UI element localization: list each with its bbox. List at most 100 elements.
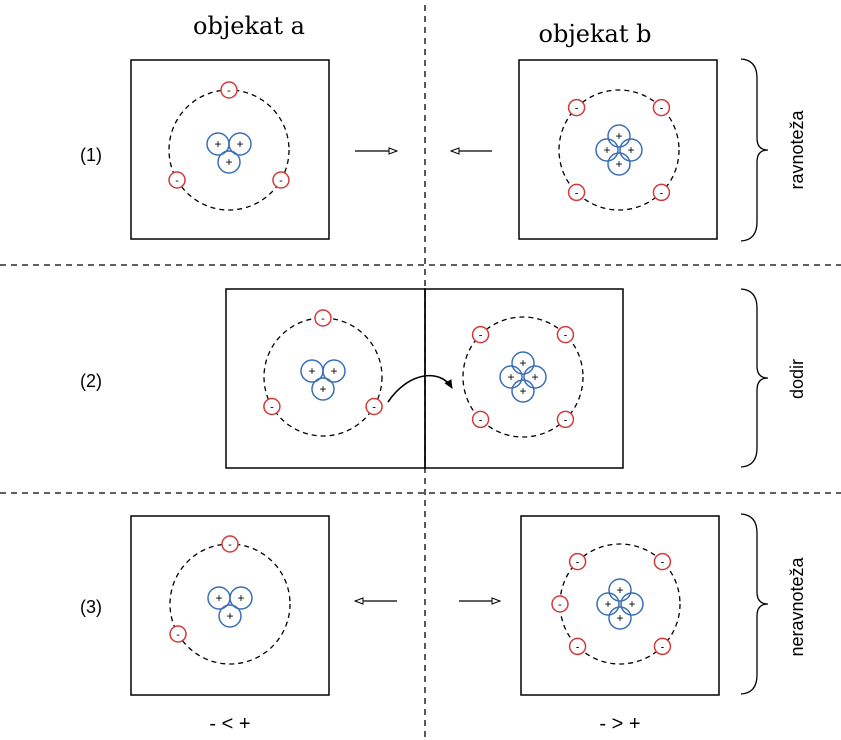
charge-comparison-a: - < + — [209, 713, 250, 735]
proton-sign: + — [615, 129, 622, 143]
electron — [220, 81, 238, 99]
brace-row2 — [740, 288, 769, 468]
electron — [314, 309, 332, 327]
electron-sign: - — [576, 641, 580, 653]
proton-sign: + — [627, 143, 634, 157]
electron-sign: - — [575, 187, 579, 199]
orbit-ring — [263, 317, 383, 437]
proton — [511, 351, 535, 375]
electron-sign: - — [576, 557, 580, 569]
column-header-a: objekat a — [193, 12, 305, 40]
proton-sign: + — [519, 384, 526, 398]
electron — [168, 171, 186, 189]
brace-row3 — [740, 513, 769, 695]
atom-b-row1: + + + + - - - - — [558, 89, 680, 211]
proton — [217, 150, 241, 174]
proton-sign: + — [616, 611, 623, 625]
electron-sign: - — [479, 330, 483, 342]
proton-sign: + — [330, 364, 337, 378]
state-label-row1: ravnoteža — [787, 109, 807, 189]
proton-sign: + — [507, 370, 514, 384]
proton-sign: + — [308, 364, 315, 378]
proton — [620, 592, 644, 616]
row-number-2: (2) — [80, 371, 102, 391]
proton-sign: + — [214, 137, 221, 151]
electron — [567, 98, 586, 117]
proton-sign: + — [237, 591, 244, 605]
atom-a-row3: + + + - - — [169, 535, 291, 665]
object-b-frame-row3 — [520, 515, 720, 696]
electron — [551, 595, 569, 613]
column-header-b: objekat b — [539, 20, 652, 48]
proton-sign: + — [319, 382, 326, 396]
electron-sign: - — [660, 103, 664, 115]
proton-sign: + — [226, 609, 233, 623]
electron-sign: - — [227, 85, 231, 97]
proton — [607, 152, 631, 176]
object-a-frame-row1 — [130, 59, 330, 240]
proton — [523, 365, 547, 389]
electron-sign: - — [558, 599, 562, 611]
electron — [471, 325, 490, 344]
electron — [556, 325, 575, 344]
electron — [169, 625, 187, 643]
object-a-frame-row3 — [130, 515, 330, 696]
electron-sign: - — [479, 414, 483, 426]
proton — [499, 365, 523, 389]
proton-sign: + — [604, 597, 611, 611]
proton — [607, 124, 631, 148]
electron — [272, 171, 290, 189]
electron — [263, 397, 281, 416]
electron — [471, 410, 490, 429]
proton — [596, 592, 620, 616]
electron — [567, 183, 586, 202]
proton — [218, 604, 242, 628]
charge-comparison-b: - > + — [599, 713, 640, 735]
proton-sign: + — [628, 597, 635, 611]
electron-sign: - — [372, 402, 376, 414]
electron-transfer-arrow — [387, 374, 453, 403]
electron — [568, 637, 587, 656]
atom-a-row2: + + + - - - — [263, 309, 383, 437]
electron-sign: - — [175, 175, 179, 187]
electron-sign: - — [660, 187, 664, 199]
orbit-ring — [462, 316, 584, 438]
electron-sign: - — [321, 313, 325, 325]
row-number-1: (1) — [80, 145, 102, 165]
proton-sign: + — [215, 591, 222, 605]
electron-sign: - — [228, 539, 232, 551]
proton-sign: + — [603, 143, 610, 157]
electron — [652, 183, 671, 202]
atom-b-row3: ++++----- — [551, 543, 681, 665]
electron-sign: - — [176, 629, 180, 641]
electron — [653, 637, 672, 656]
electron — [365, 397, 383, 416]
state-label-row2: dodir — [787, 359, 807, 399]
orbit-ring — [559, 543, 681, 665]
electron-sign: - — [270, 402, 274, 414]
proton — [322, 359, 346, 383]
proton — [228, 132, 252, 156]
electron — [568, 552, 587, 571]
proton-sign: + — [616, 583, 623, 597]
proton — [619, 138, 643, 162]
proton-sign: + — [236, 137, 243, 151]
orbit-ring — [169, 543, 291, 665]
electron-sign: - — [564, 414, 568, 426]
electron-sign: - — [564, 330, 568, 342]
proton — [595, 138, 619, 162]
atom-a-row1: +++--- — [168, 81, 290, 211]
proton-sign: + — [615, 157, 622, 171]
brace-row1 — [740, 58, 769, 242]
electron-sign: - — [575, 103, 579, 115]
proton-sign: + — [225, 155, 232, 169]
electron — [653, 552, 672, 571]
proton — [229, 586, 253, 610]
state-label-row3: neravnoteža — [787, 556, 807, 656]
object-b-frame-row1 — [518, 59, 718, 240]
row-number-3: (3) — [80, 597, 102, 617]
proton — [608, 606, 632, 630]
orbit-ring — [168, 89, 290, 211]
proton — [608, 578, 632, 602]
